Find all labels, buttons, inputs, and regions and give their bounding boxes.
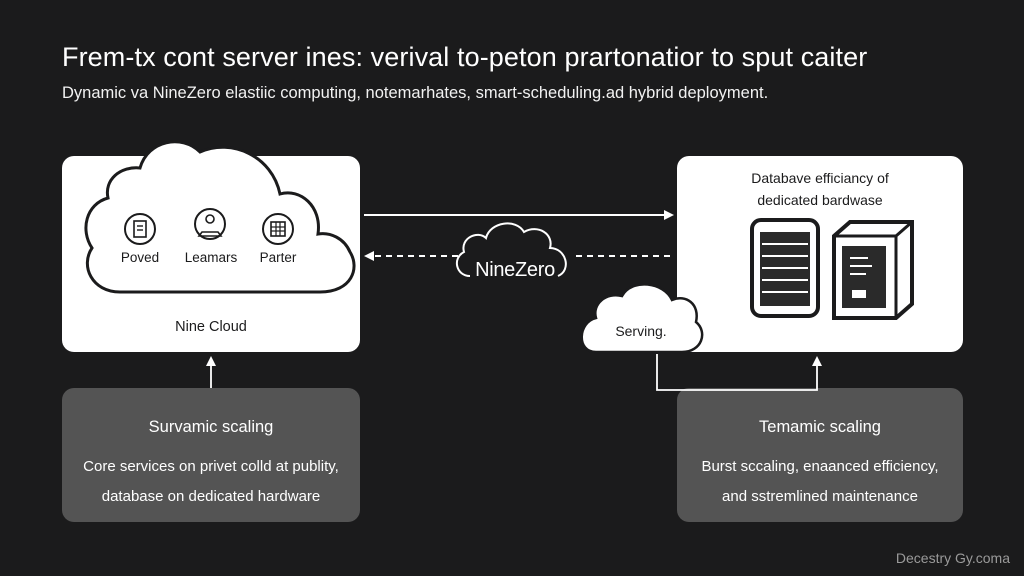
right-panel-title-line-2: dedicated bardwase: [757, 192, 883, 208]
nine-cloud-shape: [84, 140, 356, 294]
nine-cloud-label: Nine Cloud: [175, 319, 247, 335]
survamic-scaling-line-2: database on dedicated hardware: [101, 488, 321, 505]
page-title: Frem-tx cont server ines: verival to-pet…: [62, 42, 868, 72]
document-icon: [124, 213, 156, 245]
grid-table-icon: [262, 213, 294, 245]
page-subtitle: Dynamic va NineZero elastiic computing, …: [62, 84, 769, 102]
watermark: Decestry Gy.coma: [895, 550, 1010, 566]
temamic-scaling-line-2: and sstremlined maintenance: [722, 488, 918, 505]
temamic-scaling-line-1: Burst sccaling, enaanced efficiency,: [701, 458, 939, 475]
user-laptop-icon: [194, 208, 226, 240]
serving-label: Serving.: [615, 323, 667, 339]
ninezero-label: NineZero: [475, 259, 555, 281]
right-panel-title-line-1: Databave efficiancy of: [751, 170, 889, 186]
tower-server-icon: [832, 220, 914, 320]
temamic-scaling-box: Temamic scaling Burst sccaling, enaanced…: [677, 388, 963, 522]
icon-label-parter: Parter: [259, 250, 297, 265]
survamic-scaling-line-1: Core services on privet colld at publity…: [83, 458, 339, 475]
serving-cloud-shape: [580, 283, 704, 354]
icon-label-poved: Poved: [120, 250, 160, 265]
temamic-scaling-description: Burst sccaling, enaanced efficiency, and…: [677, 452, 963, 512]
ninezero-cloud-icon: [455, 222, 567, 277]
survamic-scaling-box: Survamic scaling Core services on privet…: [62, 388, 360, 522]
temamic-scaling-title: Temamic scaling: [759, 418, 881, 436]
icon-label-leamars: Leamars: [184, 250, 238, 265]
database-server-icon: [750, 218, 820, 318]
right-bracket-connector: [656, 354, 822, 391]
survamic-scaling-title: Survamic scaling: [148, 418, 274, 436]
survamic-scaling-description: Core services on privet colld at publity…: [62, 452, 360, 512]
